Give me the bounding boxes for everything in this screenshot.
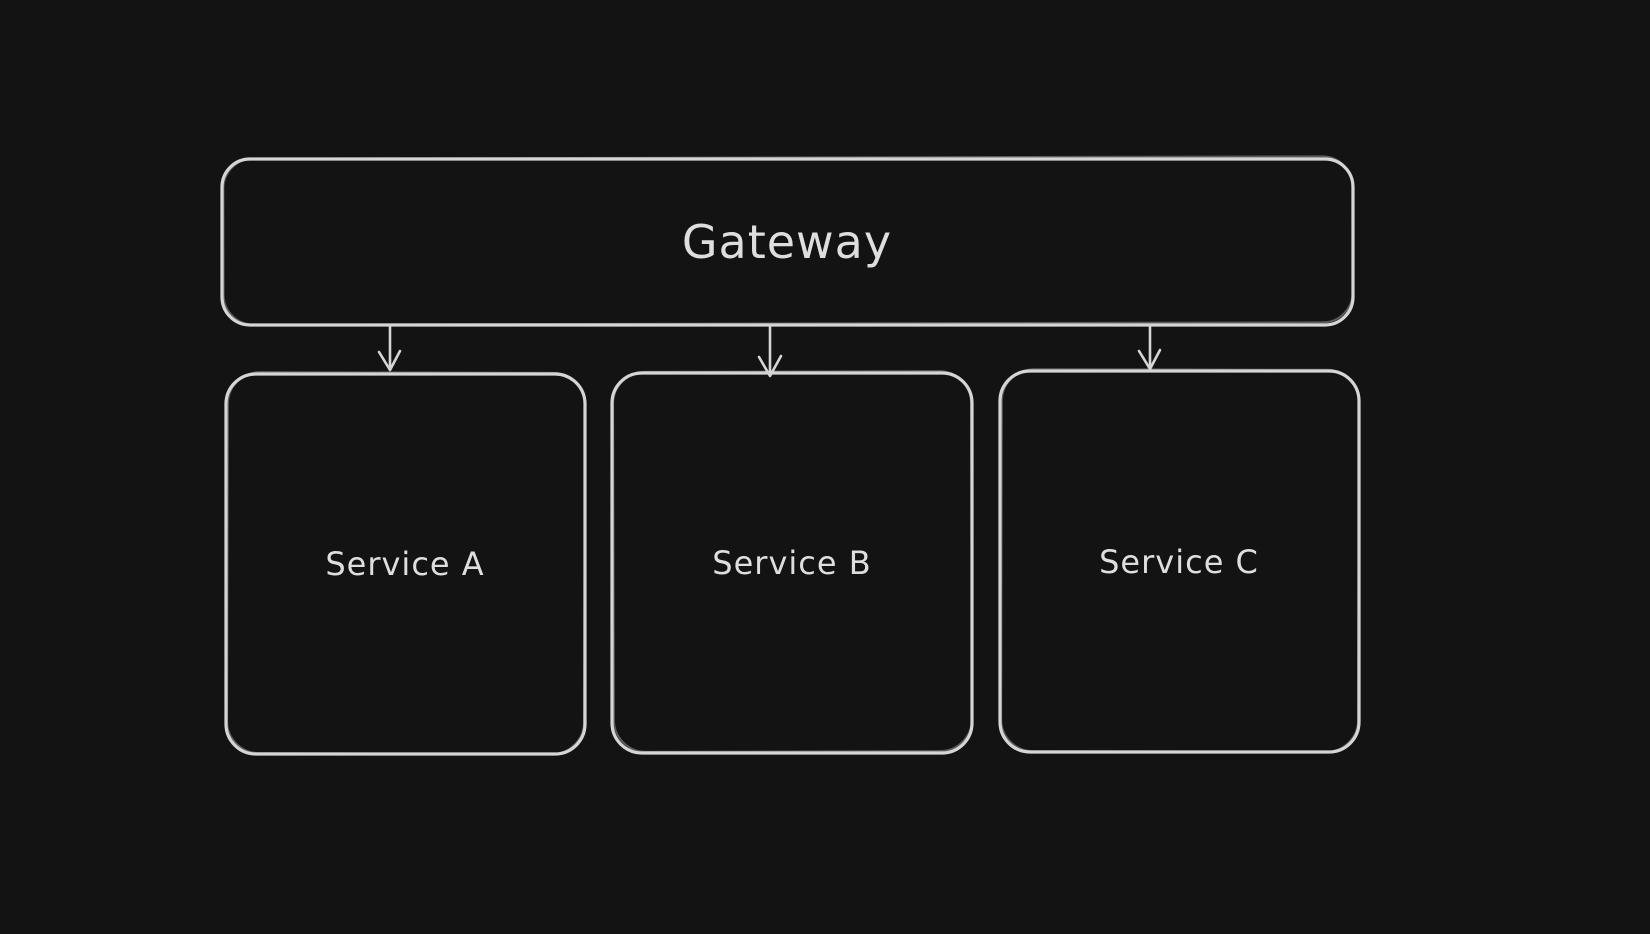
node-service-c-outline — [998, 369, 1361, 754]
node-service-c-label: Service C — [1099, 543, 1259, 581]
node-gateway: Gateway — [220, 155, 1355, 327]
node-gateway-label: Gateway — [682, 215, 892, 269]
arrow-gateway-to-service-b — [757, 325, 783, 378]
node-service-a-outline — [224, 372, 587, 756]
arrow-gateway-to-service-c — [1137, 325, 1162, 371]
node-gateway-outline — [220, 157, 1355, 327]
node-service-a: Service A — [224, 371, 587, 756]
node-service-b: Service B — [610, 370, 974, 755]
arrow-gateway-to-service-a — [377, 325, 402, 372]
node-service-b-label: Service B — [712, 544, 871, 582]
arrow-gateway-to-service-a-head — [377, 349, 402, 372]
arrow-gateway-to-service-b-head — [757, 354, 783, 378]
node-service-c: Service C — [998, 368, 1361, 754]
node-service-a-label: Service A — [325, 545, 484, 583]
node-service-b-outline — [610, 371, 974, 755]
arrow-gateway-to-service-c-head — [1137, 348, 1162, 371]
